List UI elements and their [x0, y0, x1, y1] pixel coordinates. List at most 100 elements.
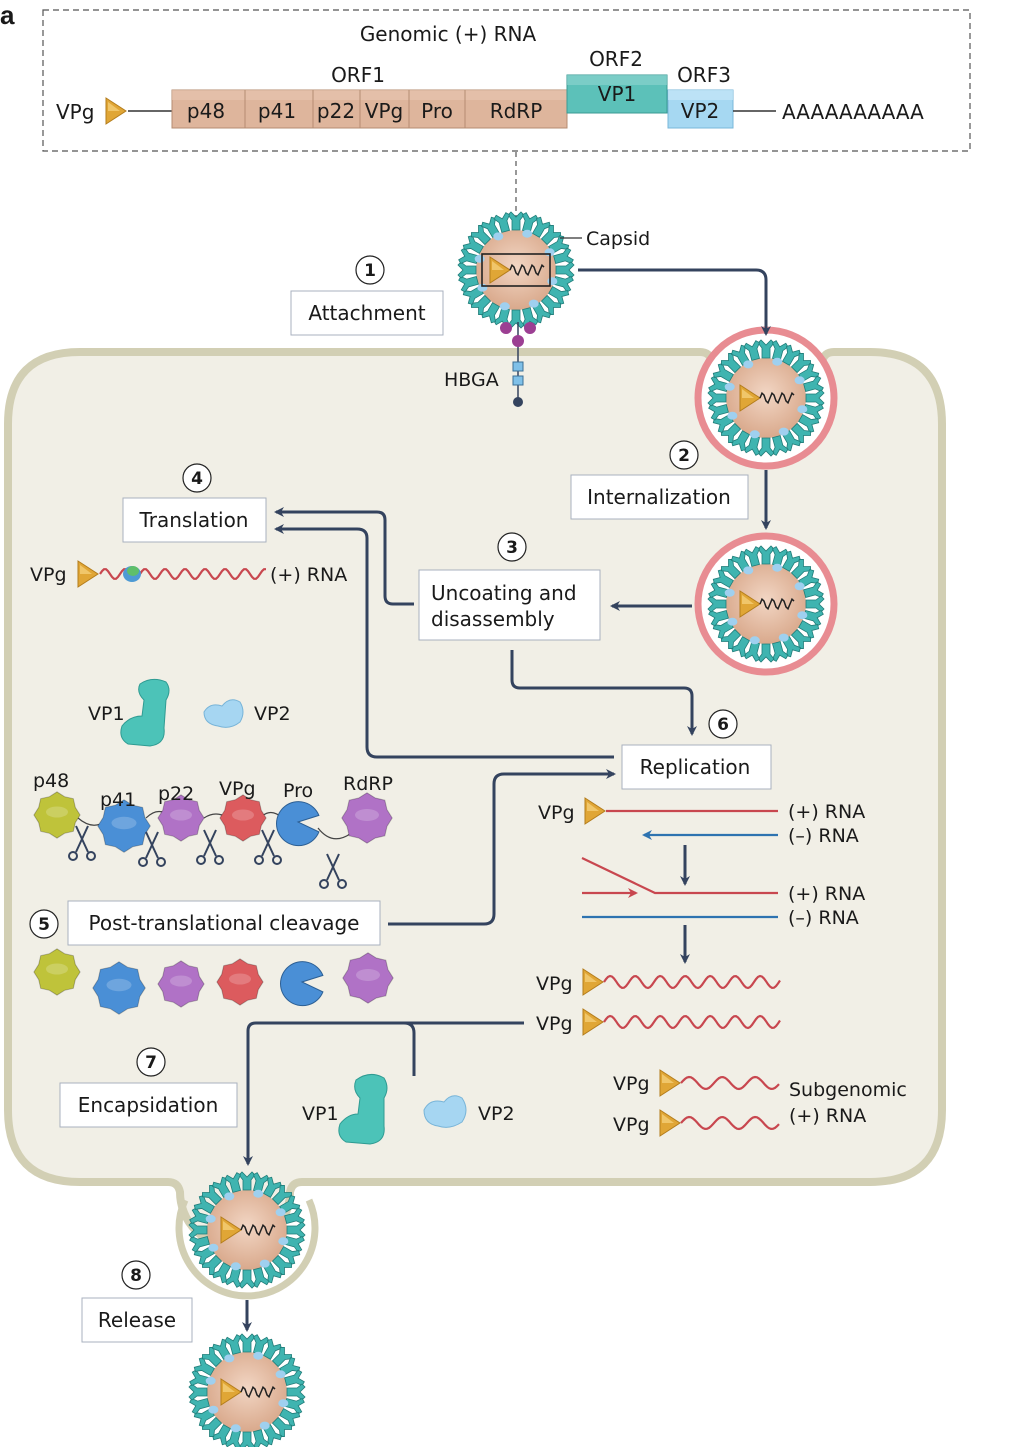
capsid-p-domain: [749, 636, 760, 645]
replication-label: Replication: [640, 755, 751, 779]
virion-endocytosing: [694, 326, 838, 470]
protein-p41-icon: [97, 799, 151, 853]
genome-dashed-frame: [42, 9, 971, 152]
cleaved-p48-icon-highlight: [46, 963, 68, 975]
capsid-spike: [286, 1221, 306, 1239]
sub-vpg-label-1: VPg: [613, 1073, 650, 1095]
protein-rdrp-icon: [341, 792, 393, 844]
capsid-p-domain: [778, 427, 789, 436]
step-2-internalization: 2 Internalization: [570, 440, 749, 520]
capsid-p-domain: [797, 611, 808, 620]
step-3-uncoating: 3 Uncoating and disassembly: [418, 532, 601, 641]
arrow-replication-to-translation: [274, 524, 614, 759]
virion-released: [188, 1333, 306, 1447]
vp2-label-upper: VP2: [254, 703, 291, 725]
capsid-p-domain: [208, 1243, 219, 1252]
capsid-p-domain: [724, 588, 735, 597]
orf1-seg-vpg: VPg: [365, 99, 403, 123]
step-4-translation: 4 Translation: [122, 463, 267, 543]
orf1-seg-p22: p22: [317, 99, 355, 123]
orf1-seg-p48: p48: [187, 99, 225, 123]
protein-p22-icon-highlight: [170, 809, 192, 821]
capsid-p-domain: [230, 1262, 241, 1271]
cleaved-p48-icon: [33, 948, 81, 996]
virion-genome: [240, 1385, 276, 1399]
budding-membrane: [175, 1198, 319, 1300]
vp2-protein-icon: [423, 1095, 467, 1128]
virion-genome: [759, 597, 795, 611]
capsid-p-domain: [474, 254, 485, 263]
step-8-number: 8: [130, 1266, 142, 1286]
poly-a-tail: AAAAAAAAAA: [782, 100, 924, 124]
rep-vpg-label: VPg: [538, 802, 575, 824]
subgenomic-rna-2: [680, 1115, 780, 1131]
protein-p41-icon-highlight: [111, 816, 137, 830]
hbga-label: HBGA: [444, 369, 499, 391]
scissors-icon: [319, 853, 347, 889]
orf2-seg-vp1: VP1: [598, 82, 636, 106]
orf2-block: VP1: [566, 74, 668, 114]
capsid-p-domain: [259, 1421, 270, 1430]
scissors-icon: [196, 829, 224, 865]
arrow-encapsidation: [243, 1021, 524, 1166]
subgenomic-label-line1: Subgenomic: [789, 1079, 907, 1101]
protein-rdrp-icon-highlight: [355, 809, 379, 821]
internalization-box: [570, 474, 749, 520]
capsid-spike: [238, 1269, 256, 1289]
progeny-vpg-label-2: VPg: [536, 1013, 573, 1035]
vp1-label-upper: VP1: [88, 703, 125, 725]
cleaved-p22-icon-highlight: [170, 975, 192, 987]
subgenomic-label-line2: (+) RNA: [789, 1105, 866, 1127]
orf3-label: ORF3: [677, 63, 731, 87]
scissors-icon: [68, 825, 96, 861]
virion-core: [476, 230, 556, 310]
sub-vpg-label-2: VPg: [613, 1114, 650, 1136]
cleaved-p22-icon: [157, 960, 205, 1008]
genome-highlight-box: [481, 253, 551, 287]
virion-endosome: [694, 532, 838, 676]
step-6-number: 6: [717, 715, 729, 735]
rep-plus-label: (+) RNA: [788, 801, 865, 823]
cleaved-vpg-icon-highlight: [229, 973, 251, 985]
step-7-encapsidation: 7 Encapsidation: [59, 1047, 238, 1128]
vp2-label-lower: VP2: [478, 1103, 515, 1125]
virion-core: [207, 1352, 287, 1432]
cleaved-proteins: [33, 948, 394, 1015]
step-5-cleavage: 5 Post-translational cleavage: [29, 900, 381, 946]
release-box: [81, 1297, 193, 1343]
release-label: Release: [98, 1308, 176, 1332]
protein-label-p41: p41: [100, 789, 136, 811]
scissors-icon: [138, 831, 166, 867]
capsid-spike: [238, 1431, 256, 1447]
ribosome-top-icon: [127, 566, 139, 576]
cleavage-box: [67, 900, 381, 946]
vp1-label-lower: VP1: [302, 1103, 339, 1125]
translation-vpg-label: VPg: [30, 564, 67, 586]
step-7-number: 7: [145, 1053, 157, 1073]
scissors-icon: [254, 829, 282, 865]
translation-box: [122, 497, 267, 543]
capsid-p-domain: [275, 1208, 286, 1217]
virions: [175, 211, 838, 1447]
step-1-number: 1: [364, 261, 376, 281]
genome-map: Genomic (+) RNA VPg ORF1 p48 p41 p22 VPg…: [42, 9, 971, 152]
step-5-number: 5: [38, 915, 50, 935]
virion-genome: [509, 263, 545, 277]
rep-minus-label: (–) RNA: [788, 825, 859, 847]
rep-plus-label-2: (+) RNA: [788, 883, 865, 905]
capsid-p-domain: [528, 299, 539, 308]
capsid-p-domain: [259, 1259, 270, 1268]
protein-label-p22: p22: [158, 783, 194, 805]
uncoating-label-line1: Uncoating and: [431, 581, 577, 605]
capsid-p-domain: [499, 302, 510, 311]
internalization-label: Internalization: [587, 485, 731, 509]
capsid-p-domain: [547, 277, 558, 286]
hbga-receptor: [500, 322, 536, 407]
step-4-badge: [182, 463, 212, 493]
orf3-block: VP2: [667, 89, 734, 129]
capsid-p-domain: [727, 411, 738, 420]
capsid-p-domain: [224, 1354, 235, 1363]
capsid-spike: [286, 1383, 306, 1401]
encapsidation-box: [59, 1082, 238, 1128]
